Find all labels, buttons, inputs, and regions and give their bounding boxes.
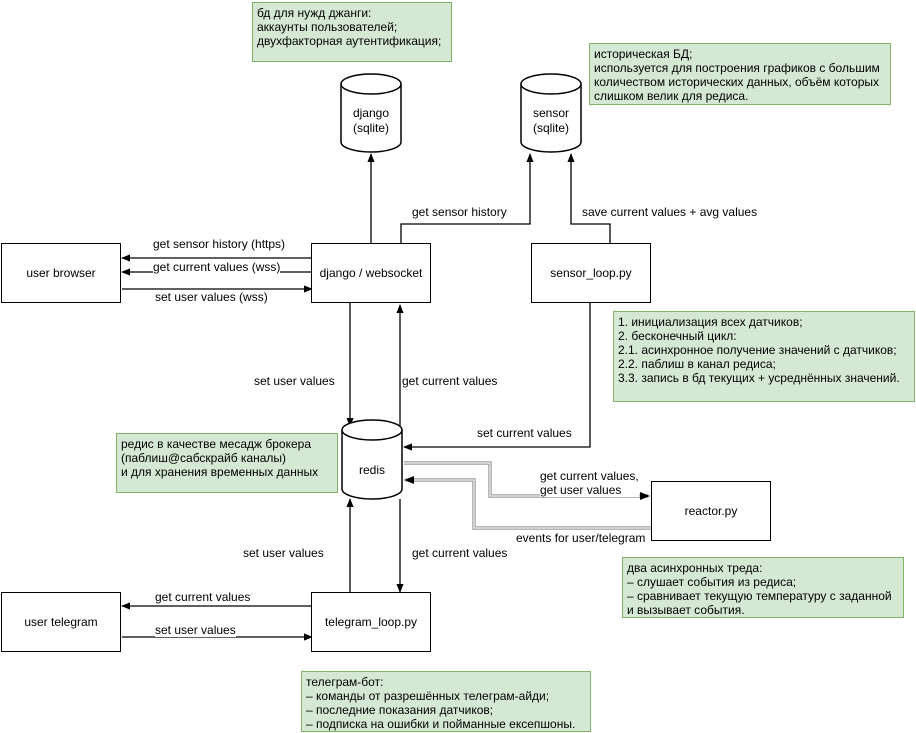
telegram-loop-node: telegram_loop.py (311, 592, 431, 652)
note-telegram: телеграм-бот: – команды от разрешённых т… (301, 671, 591, 732)
edge-label-set-user-values-django: set user values (254, 374, 335, 388)
db-sensor-cylinder (520, 73, 582, 153)
edge-get-sensor-history (400, 153, 534, 243)
redis-cylinder (341, 419, 403, 500)
edge-label-get-current-values-wss: get current values (wss) (153, 260, 281, 274)
edge-label-set-current-values-sensor: set current values (477, 426, 572, 440)
edge-label-get-current-values-tg: get current values (412, 546, 508, 560)
edge-label-reactor-get: get current values, get user values (540, 469, 639, 497)
edge-label-set-user-values-wss: set user values (wss) (155, 290, 268, 304)
note-reactor: два асинхронных треда: – слушает события… (622, 557, 904, 618)
note-sensor-loop: 1. инициализация всех датчиков; 2. беско… (613, 311, 915, 402)
note-redis: редис в качестве месадж брокера (паблиш@… (116, 433, 338, 493)
django-websocket-node: django / websocket (311, 243, 431, 303)
edge-label-get-sensor-history: get sensor history (412, 205, 507, 219)
edge-label-get-sensor-history-https: get sensor history (https) (153, 237, 286, 251)
edge-label-tg-set-user-values: set user values (155, 623, 236, 637)
db-sensor-label: sensor (sqlite) (532, 106, 570, 135)
user-browser-node: user browser (1, 243, 121, 303)
db-django-label: django (sqlite) (352, 106, 390, 135)
user-telegram-node: user telegram (1, 592, 121, 652)
edge-label-events-user-telegram: events for user/telegram (516, 531, 646, 545)
edge-label-get-current-values-django: get current values (402, 374, 498, 388)
redis-label: redis (358, 463, 385, 477)
reactor-node: reactor.py (651, 481, 771, 541)
db-django-cylinder (340, 73, 402, 153)
edge-set-current-values-sensor (403, 303, 591, 451)
edge-save-current-avg (567, 153, 611, 243)
edge-label-set-user-values-tg: set user values (243, 546, 324, 560)
note-sensor-db: историческая БД; используется для постро… (589, 43, 891, 105)
edge-label-save-current-avg: save current values + avg values (582, 205, 758, 219)
note-django-db: бд для нужд джанги: аккаунты пользовател… (252, 2, 452, 62)
sensor-loop-node: sensor_loop.py (531, 243, 651, 303)
edge-label-tg-get-current-values: get current values (155, 590, 251, 604)
